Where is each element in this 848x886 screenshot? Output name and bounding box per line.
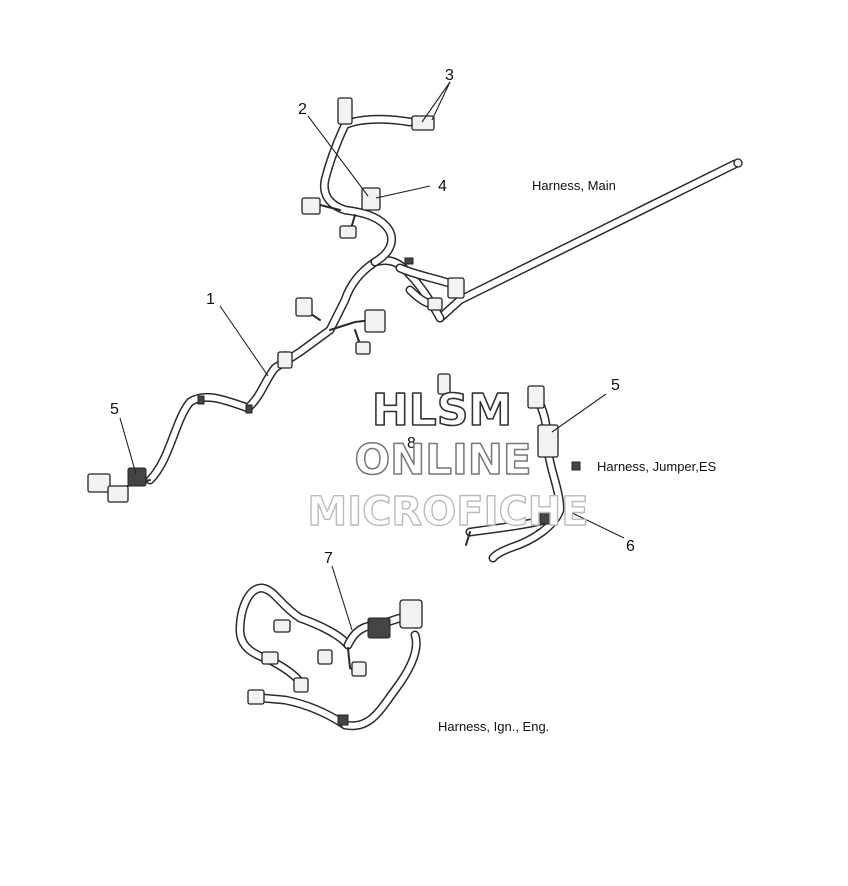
connector (351, 661, 367, 677)
clip (571, 461, 581, 471)
callout-6: 6 (626, 538, 635, 555)
callout-2: 2 (298, 101, 307, 118)
captions: Harness, Main Harness, Jumper,ES Harness… (438, 178, 717, 734)
clip (404, 257, 414, 265)
connector (295, 297, 313, 317)
connector (127, 467, 147, 487)
connector (364, 309, 386, 333)
connector (367, 617, 391, 639)
connector (337, 97, 353, 125)
watermark-line2: ONLINE (354, 435, 531, 484)
callouts: 3 2 4 1 5 5 6 7 8 (110, 67, 635, 567)
connector (427, 297, 443, 311)
main-harness (87, 97, 743, 503)
ring-terminal (733, 158, 743, 168)
watermark-line3: MICROFICHE (307, 489, 588, 535)
caption-ignition-harness: Harness, Ign., Eng. (438, 719, 549, 734)
connector (411, 115, 435, 131)
connector (339, 225, 357, 239)
leader-lines (119, 81, 625, 631)
connector (399, 599, 423, 629)
watermark-line1: HLSM (372, 385, 512, 436)
watermark: HLSM ONLINE MICROFICHE (307, 384, 590, 536)
connector (537, 424, 559, 458)
callout-7: 7 (324, 550, 333, 567)
caption-jumper-harness: Harness, Jumper,ES (597, 459, 717, 474)
clip (197, 395, 205, 405)
connector (87, 473, 111, 493)
connector (527, 385, 545, 409)
callout-1: 1 (206, 291, 215, 308)
jumper-harness (437, 373, 581, 563)
connector (317, 649, 333, 665)
callout-4: 4 (438, 178, 447, 195)
clip (337, 714, 349, 726)
ignition-harness (235, 583, 423, 731)
clip (245, 404, 253, 414)
connector (293, 677, 309, 693)
connector (447, 277, 465, 299)
connector (247, 689, 265, 705)
connector (355, 341, 371, 355)
connector (261, 651, 279, 665)
callout-5: 5 (611, 377, 620, 394)
connector (107, 485, 129, 503)
callout-5: 5 (110, 401, 119, 418)
connector (301, 197, 321, 215)
callout-3: 3 (445, 67, 454, 84)
connector (437, 373, 451, 395)
callout-8: 8 (407, 435, 416, 452)
connector (273, 619, 291, 633)
connector (277, 351, 293, 369)
connector (539, 511, 553, 525)
caption-main-harness: Harness, Main (532, 178, 616, 193)
